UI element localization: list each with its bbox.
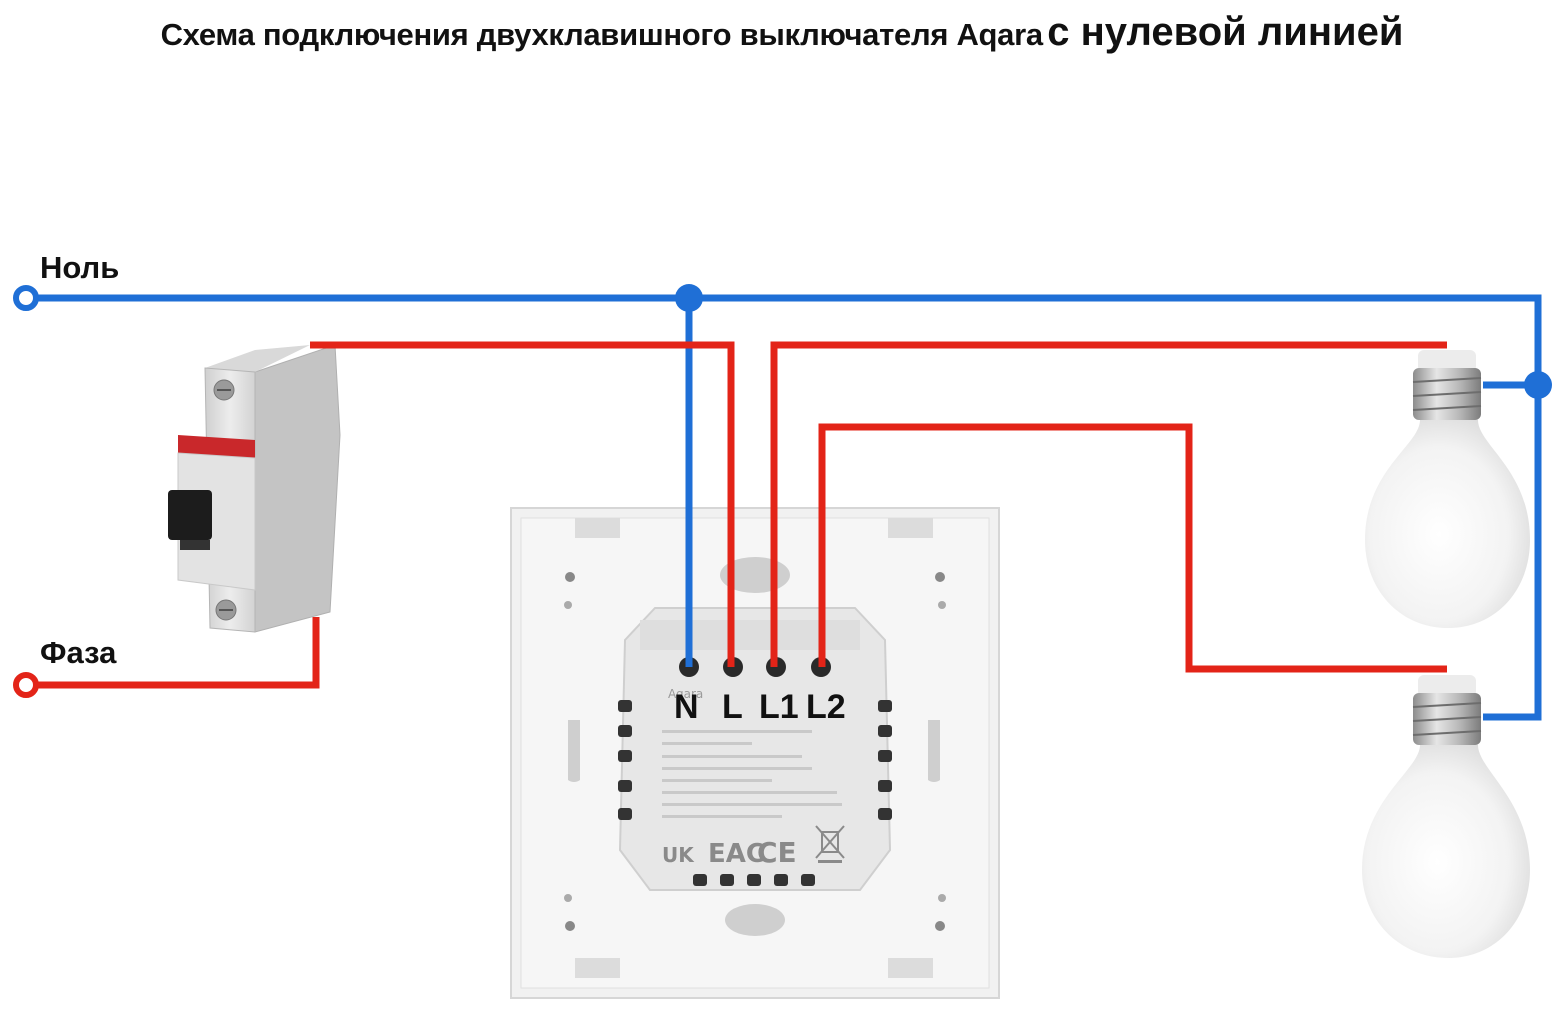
phase-to-switch-l-wire: [310, 341, 735, 667]
lamp-1: [1365, 350, 1530, 628]
terminal-label-n: N: [674, 688, 699, 726]
lamp-2: [1362, 675, 1530, 958]
breaker-toggle: [168, 490, 212, 540]
phase-input-wire: [26, 617, 320, 689]
fine-print: [662, 730, 842, 818]
phase-label: Фаза: [40, 635, 117, 670]
terminal-labels: N L L1 L2: [674, 688, 846, 726]
brand-mark: Aqara: [668, 687, 703, 701]
neutral-junction-dot: [675, 284, 703, 312]
circuit-breaker: [168, 344, 341, 633]
terminal-label-l: L: [722, 688, 743, 726]
switch-module: UK EAC CE: [618, 607, 892, 891]
ukca-mark: UK: [662, 843, 695, 867]
neutral-input-terminal: [13, 285, 39, 311]
l2-to-lamp2-wire: [818, 423, 1447, 673]
diagram-title: Схема подключения двухклавишного выключа…: [0, 10, 1564, 55]
phase-input-terminal: [13, 672, 39, 698]
eac-mark: EAC: [708, 839, 765, 869]
lamp-neutral-junction-dot: [1524, 371, 1552, 399]
terminal-label-l1: L1: [759, 688, 799, 726]
title-emphasis: с нулевой линией: [1047, 10, 1404, 54]
title-main: Схема подключения двухклавишного выключа…: [160, 17, 1044, 52]
neutral-main-wire: [26, 294, 1542, 721]
ce-mark: CE: [757, 836, 797, 869]
neutral-label: Ноль: [40, 250, 120, 285]
terminal-label-l2: L2: [806, 688, 846, 726]
weee-bin-icon: [815, 825, 845, 863]
l1-to-lamp1-wire: [770, 341, 1447, 667]
wires: [26, 294, 1542, 721]
